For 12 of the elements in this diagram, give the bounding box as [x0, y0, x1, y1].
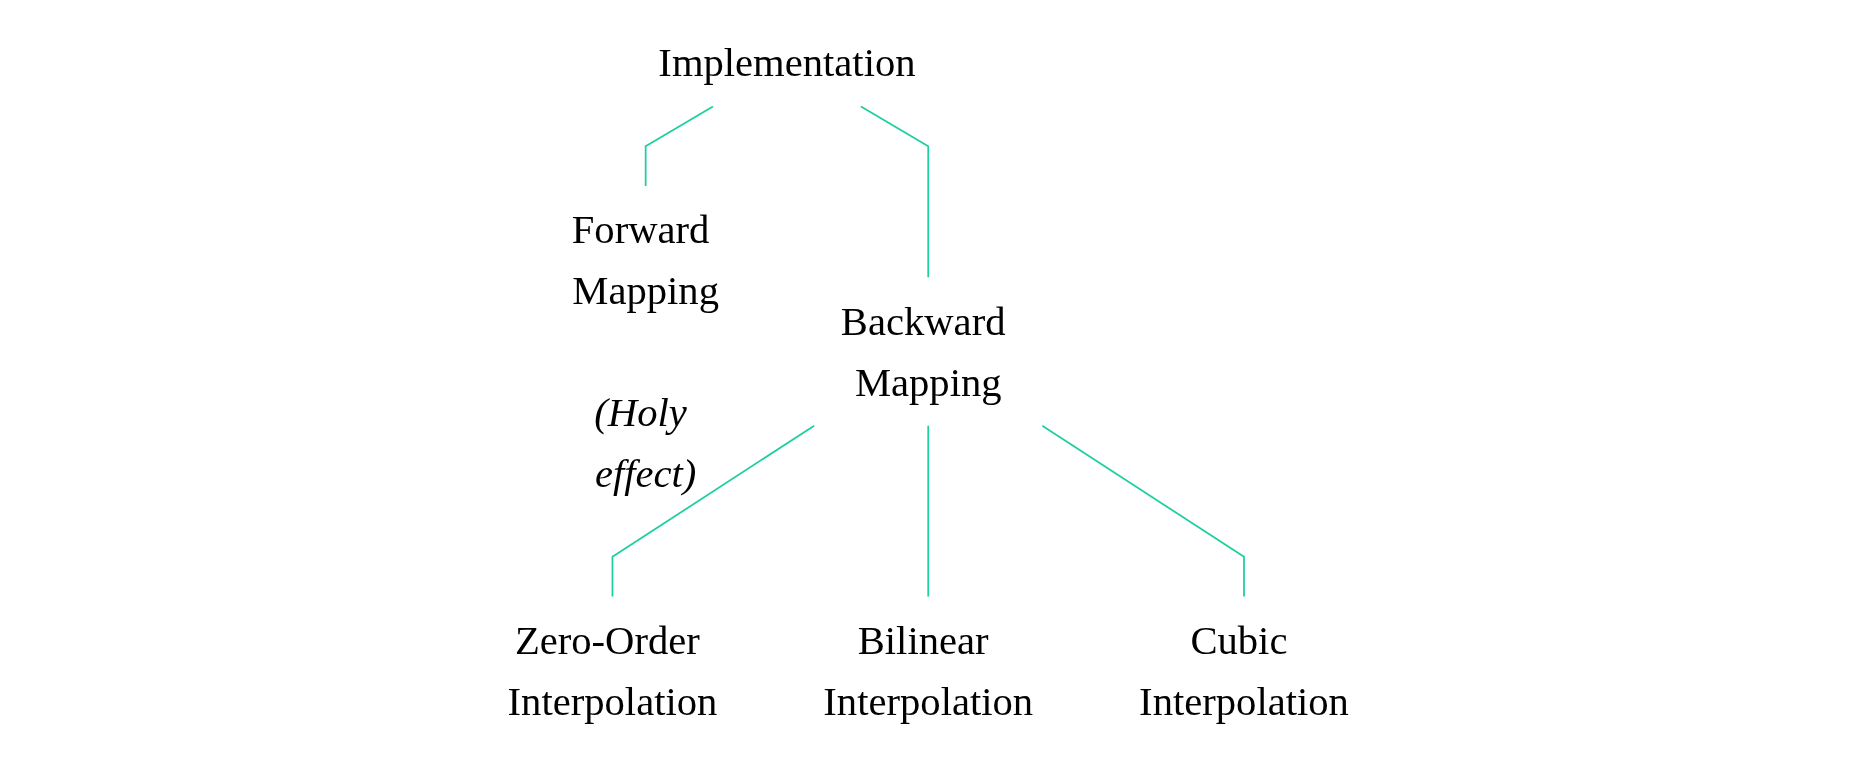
node-text: Implementation — [658, 39, 916, 85]
connector — [611, 424, 816, 597]
node-text: Backward Mapping — [841, 298, 1006, 405]
node-text: Bilinear Interpolation — [823, 617, 1034, 724]
connector — [645, 105, 715, 187]
connector — [927, 424, 930, 597]
connector — [1041, 424, 1246, 597]
node-text: Forward Mapping — [572, 206, 720, 313]
node-label: (Holy effect) — [594, 389, 697, 496]
node-text: Zero-Order Interpolation — [507, 617, 718, 724]
connector — [860, 105, 930, 278]
node-text: Cubic Interpolation — [1139, 617, 1350, 724]
